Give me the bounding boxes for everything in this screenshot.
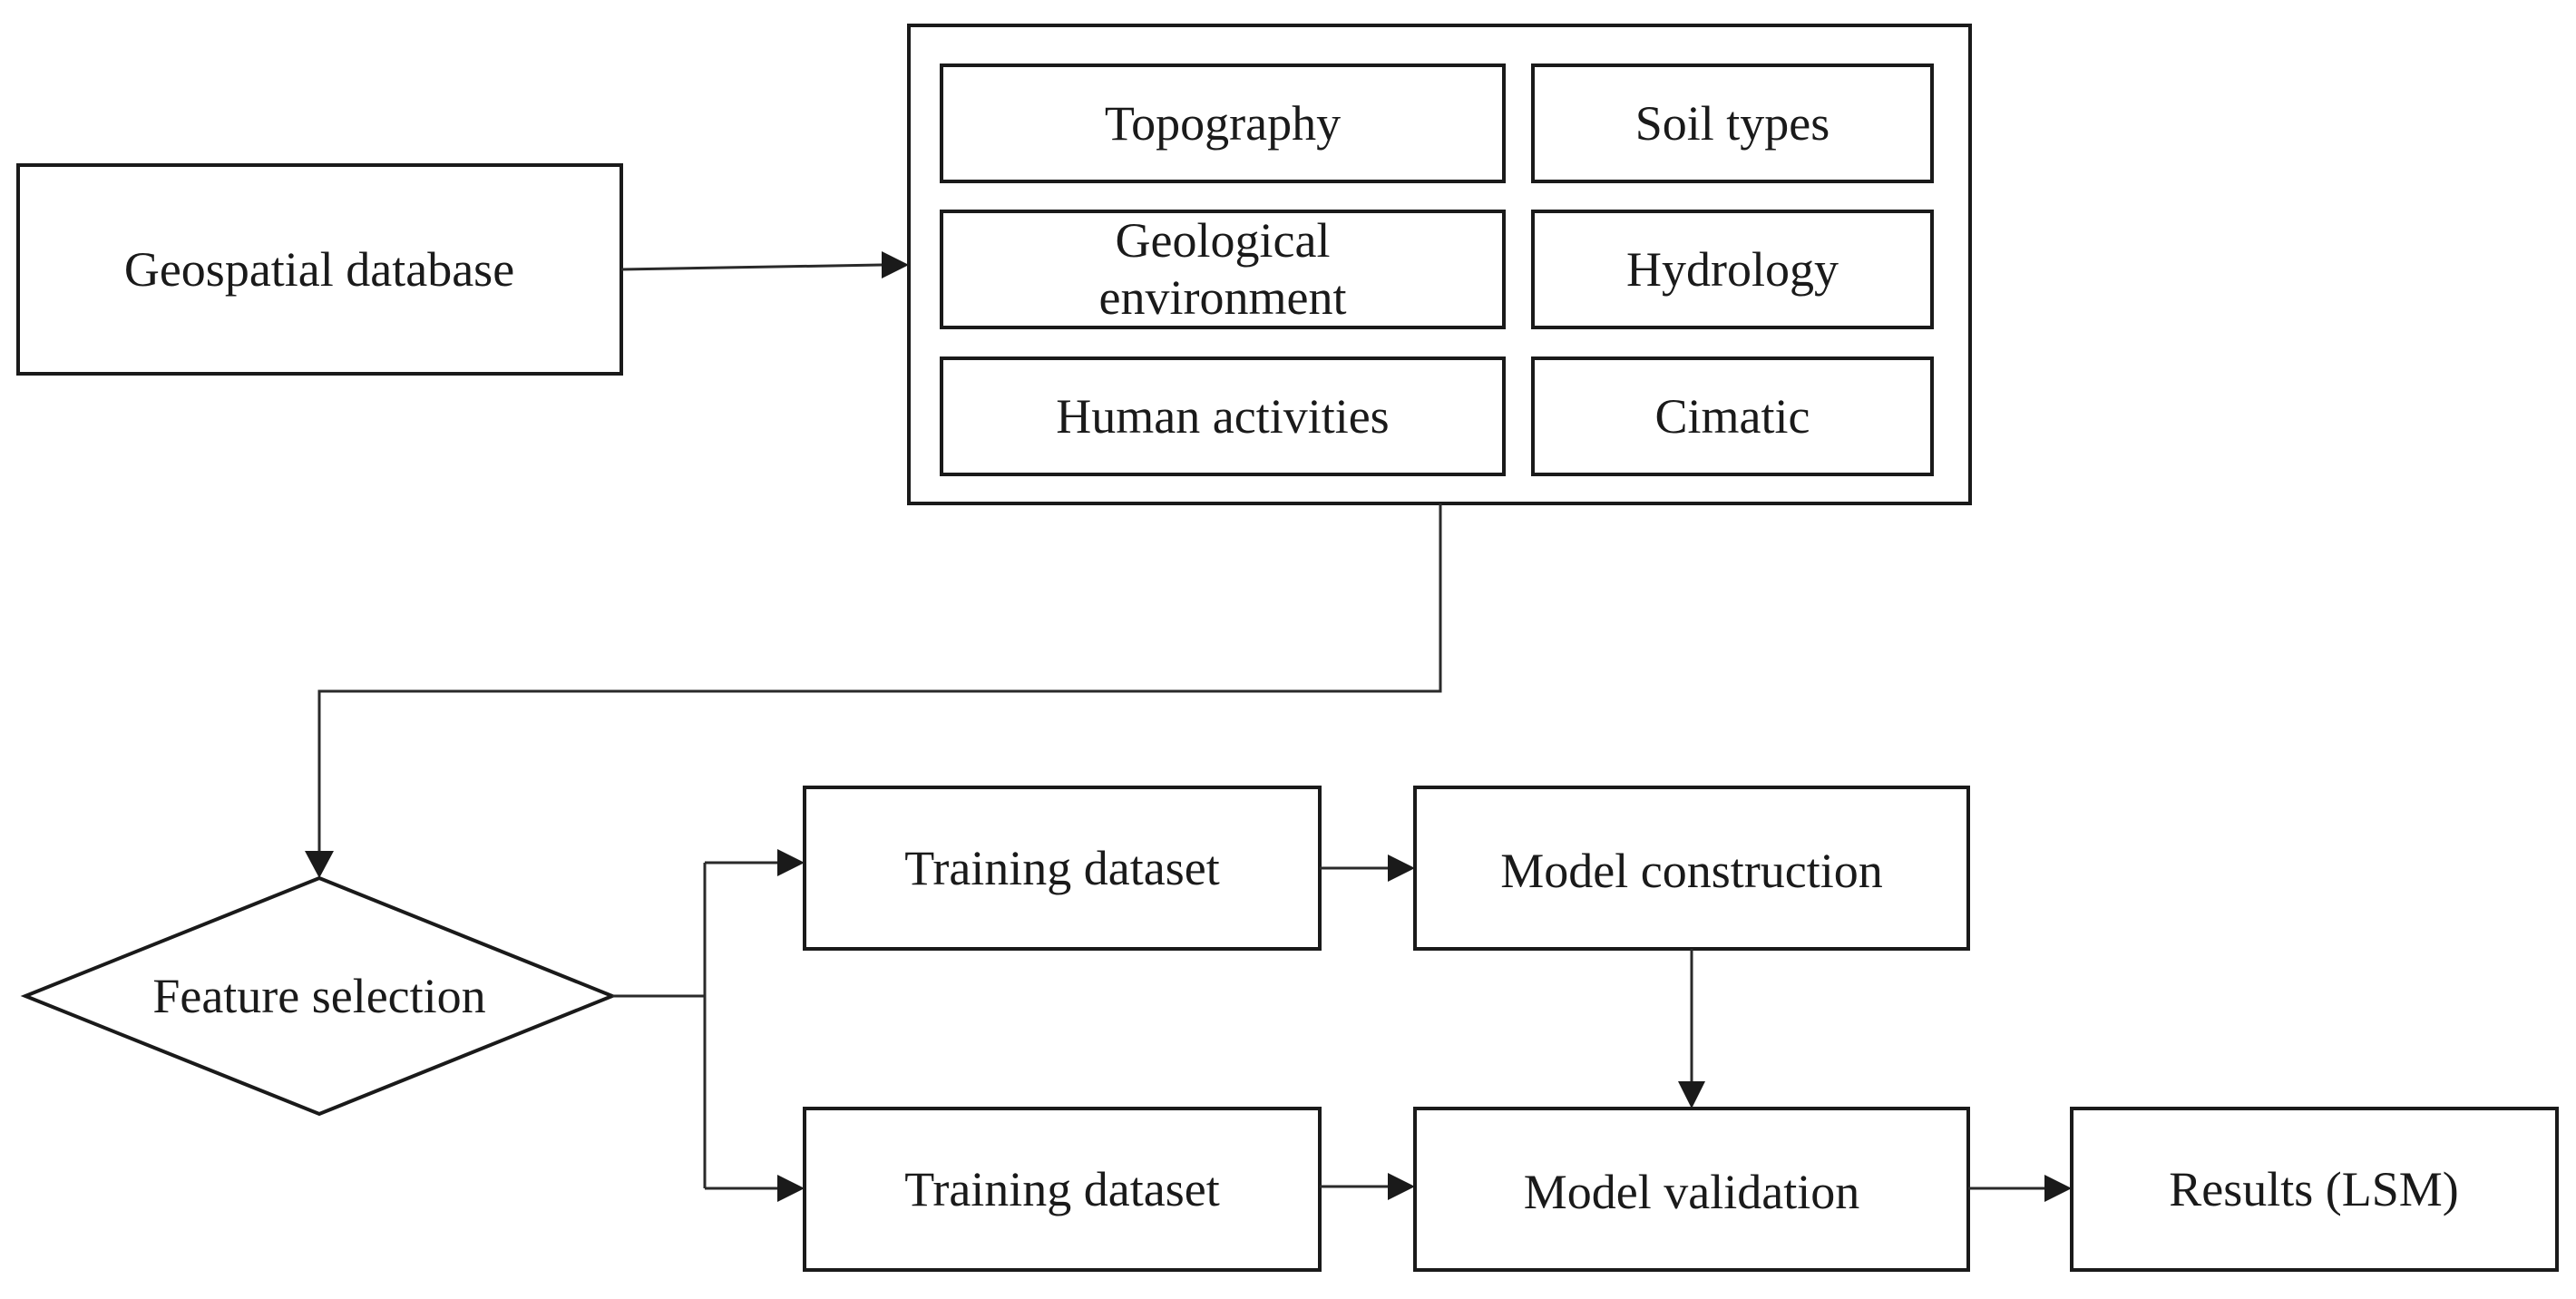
results-node: Results (LSM) — [2070, 1107, 2559, 1272]
factor-hydrology: Hydrology — [1531, 210, 1934, 329]
arrow-training-to-model-construction — [1320, 855, 1415, 882]
training-dataset-label-1: Training dataset — [904, 841, 1219, 895]
arrow-construction-to-validation — [1678, 949, 1705, 1109]
climatic-label: Cimatic — [1655, 389, 1810, 444]
human-activities-label: Human activities — [1056, 389, 1389, 444]
geological-label-line1: Geological — [1116, 213, 1331, 268]
factor-topography: Topography — [940, 63, 1506, 183]
feature-selection-node: Feature selection — [20, 875, 618, 1117]
training-dataset-label-2: Training dataset — [904, 1162, 1219, 1216]
arrow-training-to-model-validation — [1320, 1173, 1415, 1200]
arrow-database-to-factors — [620, 251, 909, 278]
geospatial-database-label: Geospatial database — [124, 242, 514, 297]
arrow-factors-to-feature-selection — [305, 503, 1442, 878]
arrow-validation-to-results — [1968, 1175, 2072, 1202]
training-dataset-node-2: Training dataset — [803, 1107, 1322, 1272]
model-construction-node: Model construction — [1413, 786, 1970, 951]
factor-human-activities: Human activities — [940, 356, 1506, 476]
arrow-to-training-dataset-1 — [705, 849, 805, 876]
model-construction-label: Model construction — [1500, 844, 1882, 898]
factor-geological-environment: Geological environment — [940, 210, 1506, 329]
branch-feature-selection — [612, 863, 707, 1188]
factor-soil-types: Soil types — [1531, 63, 1934, 183]
soil-types-label: Soil types — [1635, 96, 1830, 151]
geospatial-database-node: Geospatial database — [16, 163, 623, 376]
arrow-to-training-dataset-2 — [705, 1175, 805, 1202]
model-validation-label: Model validation — [1524, 1165, 1859, 1219]
topography-label: Topography — [1105, 96, 1341, 151]
training-dataset-node-1: Training dataset — [803, 786, 1322, 951]
feature-selection-label: Feature selection — [152, 969, 485, 1023]
hydrology-label: Hydrology — [1626, 242, 1839, 297]
factor-climatic: Cimatic — [1531, 356, 1934, 476]
model-validation-node: Model validation — [1413, 1107, 1970, 1272]
results-label: Results (LSM) — [2169, 1162, 2459, 1216]
conditioning-factors-group: Topography Soil types Geological environ… — [907, 24, 1972, 505]
geological-label-line2: environment — [1099, 270, 1347, 325]
